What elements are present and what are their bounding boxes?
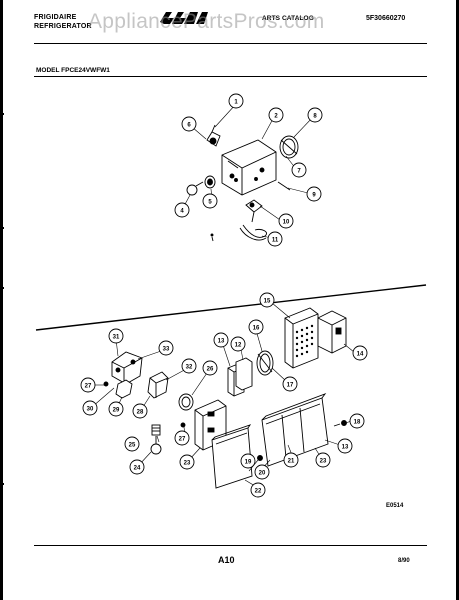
svg-text:11: 11 (272, 238, 279, 244)
callout-28: 28 (132, 403, 148, 419)
svg-text:25: 25 (129, 443, 136, 449)
upper-assembly (186, 124, 299, 242)
callout-27a: 27 (80, 377, 96, 393)
callout-12: 12 (230, 336, 246, 352)
svg-text:14: 14 (357, 352, 364, 358)
callout-27b: 27 (174, 430, 190, 446)
callout-19: 19 (240, 453, 256, 469)
callout-2: 2 (268, 107, 284, 123)
svg-text:16: 16 (253, 326, 260, 332)
callout-23b: 23 (315, 452, 331, 468)
callout-10: 10 (278, 213, 294, 229)
svg-text:29: 29 (113, 408, 120, 414)
svg-text:9: 9 (312, 193, 316, 199)
callout-9: 9 (306, 186, 322, 202)
brand-line-2: REFRIGERATOR (34, 23, 92, 30)
svg-text:6: 6 (187, 123, 191, 129)
callout-4: 4 (174, 202, 190, 218)
callout-30: 30 (82, 400, 98, 416)
catalog-title: ARTS CATALOG (262, 15, 314, 22)
svg-text:7: 7 (297, 169, 301, 175)
margin-mark (0, 113, 4, 115)
svg-text:27: 27 (85, 384, 92, 390)
document-number: 5F30660270 (366, 15, 406, 22)
lower-assembly (103, 307, 347, 489)
svg-text:1: 1 (234, 100, 238, 106)
page-number: A10 (218, 555, 235, 565)
callout-13b: 13 (337, 438, 353, 454)
svg-text:20: 20 (259, 471, 266, 477)
brand-header: FRIGIDAIRE REFRIGERATOR (34, 13, 92, 31)
callout-26: 26 (202, 360, 218, 376)
svg-text:26: 26 (207, 367, 214, 373)
callout-18: 18 (349, 413, 365, 429)
callout-1: 1 (228, 93, 244, 109)
callout-22: 22 (250, 482, 266, 498)
margin-mark (0, 483, 4, 485)
svg-text:28: 28 (137, 410, 144, 416)
model-number: MODEL FPCE24VWFW1 (36, 67, 110, 74)
svg-text:13: 13 (342, 445, 349, 451)
callout-29: 29 (108, 401, 124, 417)
svg-text:33: 33 (163, 347, 170, 353)
svg-text:24: 24 (134, 466, 141, 472)
svg-text:10: 10 (283, 220, 290, 226)
assembly-divider (35, 284, 427, 331)
svg-text:31: 31 (113, 335, 120, 341)
model-rule (34, 76, 427, 77)
footer-rule (34, 545, 427, 546)
margin-mark (0, 227, 4, 229)
svg-text:15: 15 (264, 299, 271, 305)
callout-16: 16 (248, 319, 264, 335)
callout-23a: 23 (179, 454, 195, 470)
svg-text:8: 8 (313, 114, 317, 120)
svg-text:2: 2 (274, 114, 278, 120)
callout-8: 8 (307, 107, 323, 123)
callout-7: 7 (291, 162, 307, 178)
svg-text:32: 32 (186, 365, 193, 371)
svg-text:12: 12 (235, 343, 242, 349)
brand-line-1: FRIGIDAIRE (34, 14, 77, 21)
callout-11: 11 (267, 231, 283, 247)
callout-15: 15 (259, 292, 275, 308)
svg-text:4: 4 (180, 209, 184, 215)
callout-33: 33 (158, 340, 174, 356)
callouts-lower: 15 16 14 13 12 17 18 13 23 21 20 19 22 2… (80, 292, 368, 498)
svg-text:19: 19 (245, 460, 252, 466)
margin-mark (0, 287, 4, 289)
svg-text:30: 30 (87, 407, 94, 413)
callout-20: 20 (254, 464, 270, 480)
callout-17: 17 (282, 376, 298, 392)
callout-25: 25 (124, 436, 140, 452)
svg-text:23: 23 (320, 459, 327, 465)
svg-text:17: 17 (287, 383, 294, 389)
svg-text:23: 23 (184, 461, 191, 467)
callout-6: 6 (181, 116, 197, 132)
callout-24: 24 (129, 459, 145, 475)
callout-5: 5 (202, 193, 218, 209)
svg-text:22: 22 (255, 489, 262, 495)
callout-31: 31 (108, 328, 124, 344)
svg-text:18: 18 (354, 420, 361, 426)
callout-14: 14 (352, 345, 368, 361)
callout-21: 21 (283, 452, 299, 468)
figure-code: E0514 (386, 503, 404, 509)
svg-text:21: 21 (288, 459, 295, 465)
svg-text:27: 27 (179, 437, 186, 443)
callout-13a: 13 (213, 332, 229, 348)
callout-32: 32 (181, 358, 197, 374)
watermark: AppliancePartsPros.com (88, 10, 325, 33)
callouts-upper: 1 2 8 6 7 5 4 9 10 11 (174, 93, 323, 247)
svg-text:13: 13 (218, 339, 225, 345)
revision-date: 8/90 (398, 558, 410, 564)
svg-text:5: 5 (208, 200, 212, 206)
header-rule (34, 43, 427, 44)
